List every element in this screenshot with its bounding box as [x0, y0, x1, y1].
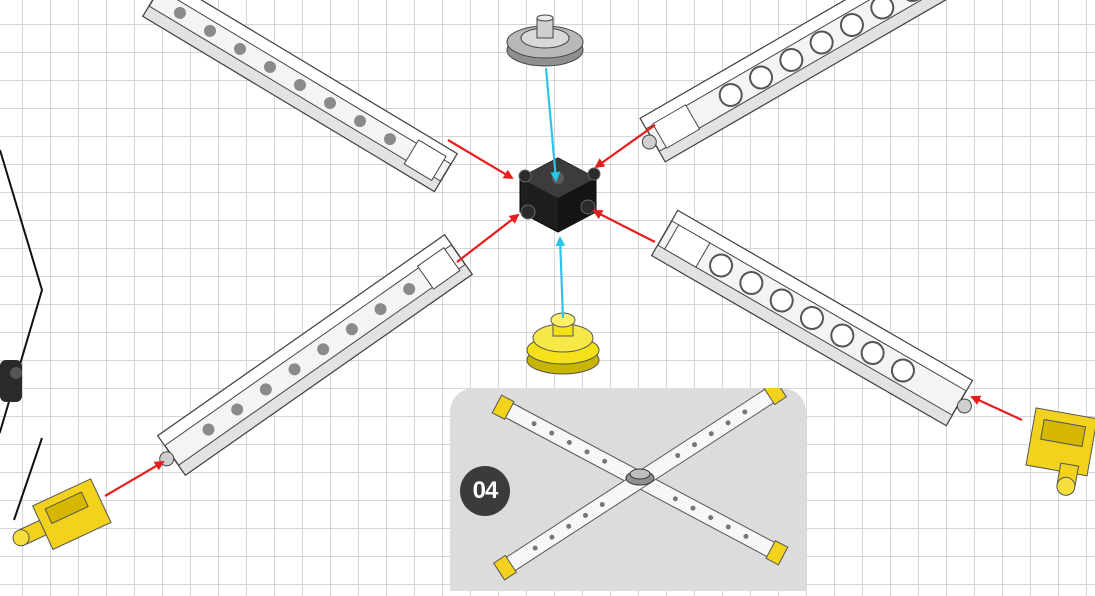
beam-upper-left: [141, 0, 459, 193]
beam-lower-right: [650, 209, 974, 427]
attach-arrow-foot-left: [104, 460, 165, 497]
attach-arrow-lower-right: [592, 210, 656, 243]
attach-arrow-upper-left: [447, 139, 514, 180]
yellow-pulley-icon: [526, 312, 600, 375]
arrow-top-pulley: [544, 67, 561, 182]
step-number-badge: 04: [460, 466, 510, 516]
arrow-bottom-pulley: [555, 236, 566, 319]
vertical-arrows: [544, 67, 566, 319]
attach-arrow-lower-left: [456, 213, 520, 263]
step-result-preview: [450, 379, 806, 591]
previous-step-outline: [0, 149, 44, 521]
yellow-bracket-connector-icon: [12, 478, 112, 551]
attach-arrow-foot-right: [970, 395, 1023, 421]
beam-lower-left: [156, 233, 474, 477]
attach-arrow-upper-right: [594, 124, 656, 169]
gray-pulley-icon: [506, 14, 584, 67]
attach-arrows: [104, 124, 1023, 497]
beam-upper-right: [639, 0, 961, 163]
cube-hub-connector-icon: [518, 157, 601, 233]
yellow-bracket-connector-icon: [1025, 407, 1095, 496]
